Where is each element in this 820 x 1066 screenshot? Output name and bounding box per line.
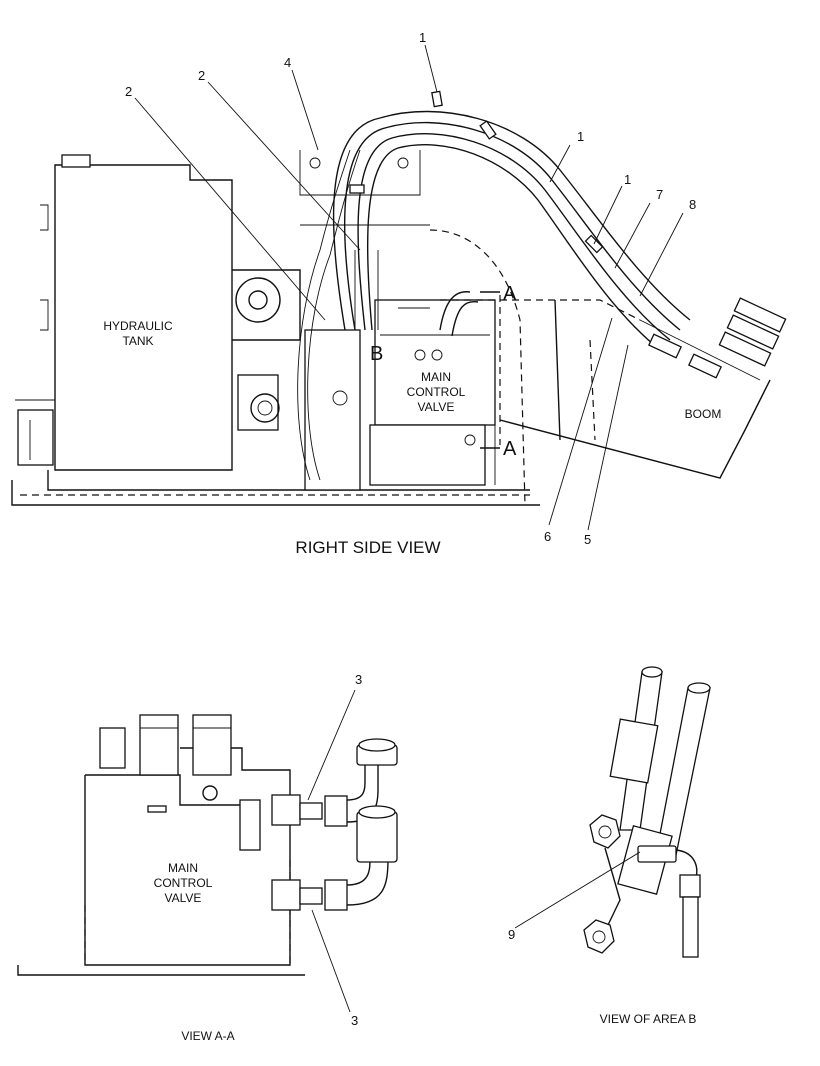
section-line-a-a	[480, 291, 501, 449]
callout-6: 6	[544, 529, 551, 544]
boom	[440, 297, 787, 479]
boom-label: BOOM	[685, 407, 722, 421]
hydraulic-tank	[15, 154, 233, 471]
callout-2a: 2	[198, 68, 205, 83]
main-control-valve	[304, 299, 496, 491]
hydraulic-tank-label-1: HYDRAULIC	[103, 319, 173, 333]
view-b-title: VIEW OF AREA B	[600, 1012, 697, 1026]
mcv-aa-label-3: VALVE	[165, 891, 202, 905]
leader-lines	[134, 44, 684, 531]
mcv-label-3: VALVE	[418, 400, 455, 414]
section-mark-a-bottom: A	[503, 438, 517, 460]
mcv-aa-label-1: MAIN	[168, 861, 198, 875]
hex-nut-upper	[589, 814, 621, 849]
callout-3a: 3	[355, 672, 362, 687]
hydraulic-tank-label-2: TANK	[122, 334, 153, 348]
right-side-view-title: RIGHT SIDE VIEW	[295, 538, 440, 557]
area-mark-b: B	[370, 343, 383, 365]
callout-1c: 1	[624, 172, 631, 187]
callout-7: 7	[656, 187, 663, 202]
callout-9: 9	[508, 927, 515, 942]
mcv-label-1: MAIN	[421, 370, 451, 384]
callout-3b: 3	[351, 1013, 358, 1028]
right-side-view: HYDRAULIC TANK MAIN CONTROL VALVE BOOM A…	[11, 30, 787, 557]
callout-4: 4	[284, 55, 291, 70]
callout-2b: 2	[125, 84, 132, 99]
view-aa-title: VIEW A-A	[181, 1029, 234, 1043]
section-mark-a-top: A	[503, 283, 517, 305]
callout-1a: 1	[419, 30, 426, 45]
hydraulic-hose-bundle	[297, 90, 691, 481]
view-area-b: 9 VIEW OF AREA B	[508, 666, 711, 1026]
pump-assembly	[232, 269, 301, 431]
callout-8: 8	[689, 197, 696, 212]
hex-nut-lower	[583, 919, 615, 954]
view-a-a: 3 3 MAIN CONTROL VALVE VIEW A-A	[17, 672, 398, 1043]
callout-1b: 1	[577, 129, 584, 144]
mcv-label-2: CONTROL	[407, 385, 466, 399]
mcv-aa-label-2: CONTROL	[154, 876, 213, 890]
callout-5: 5	[584, 532, 591, 547]
